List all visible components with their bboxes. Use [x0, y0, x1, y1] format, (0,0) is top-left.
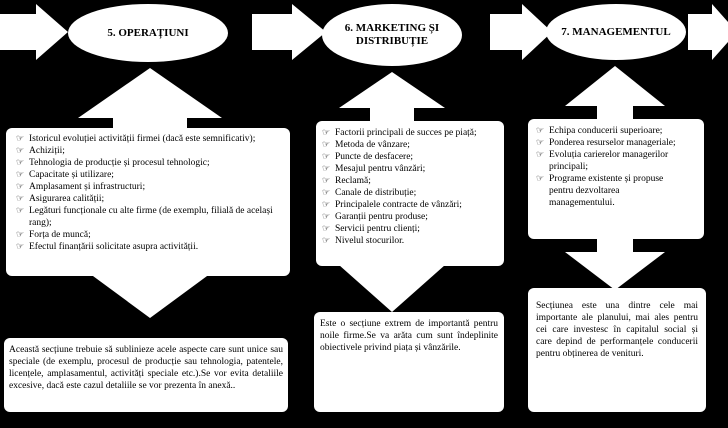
items-box-operatiuni: Istoricul evoluției activității firmei (… — [6, 128, 290, 276]
list-item: Echipa conducerii superioare; — [536, 125, 676, 137]
section-title-text: 7. MANAGEMENTUL — [561, 25, 671, 38]
list-item: Puncte de desfacere; — [322, 151, 498, 163]
list-item: Metoda de vânzare; — [322, 139, 498, 151]
note-box-marketing: Este o secțiune extrem de importantă pen… — [314, 312, 504, 412]
list-item: Canale de distribuție; — [322, 187, 498, 199]
right-arrow-4 — [688, 4, 728, 60]
right-arrow-2 — [252, 4, 326, 60]
items-box-marketing: Factorii principali de succes pe piață; … — [316, 121, 504, 266]
items-list: Istoricul evoluției activității firmei (… — [16, 133, 284, 253]
items-list: Echipa conducerii superioare; Ponderea r… — [536, 125, 676, 209]
list-item: Garanții pentru produse; — [322, 211, 498, 223]
section-title-operatiuni: 5. OPERAȚIUNI — [68, 4, 228, 62]
note-text: Secțiunea este una dintre cele mai impor… — [536, 301, 698, 359]
list-item: Legături funcționale cu alte firme (de e… — [16, 205, 284, 229]
list-item: Mesajul pentru vânzări; — [322, 163, 498, 175]
section-title-text: 6. MARKETING ȘI DISTRIBUȚIE — [344, 22, 440, 47]
list-item: Amplasament și infrastructuri; — [16, 181, 284, 193]
list-item: Ponderea resurselor manageriale; — [536, 137, 676, 149]
list-item: Forța de muncă; — [16, 229, 284, 241]
items-box-management: Echipa conducerii superioare; Ponderea r… — [528, 119, 704, 239]
note-box-operatiuni: Această secțiune trebuie să sublinieze a… — [4, 338, 288, 412]
note-text: Este o secțiune extrem de importantă pen… — [320, 319, 498, 353]
section-title-text: 5. OPERAȚIUNI — [107, 26, 189, 39]
section-title-marketing: 6. MARKETING ȘI DISTRIBUȚIE — [322, 4, 462, 66]
right-arrow-3 — [490, 4, 552, 60]
list-item: Reclamă; — [322, 175, 498, 187]
right-arrow-1 — [0, 4, 68, 60]
list-item: Programe existente și propuse pentru dez… — [536, 173, 676, 209]
note-text: Această secțiune trebuie să sublinieze a… — [9, 345, 283, 391]
list-item: Evoluția carierelor managerilor principa… — [536, 149, 676, 173]
list-item: Servicii pentru clienți; — [322, 223, 498, 235]
list-item: Principalele contracte de vânzări; — [322, 199, 498, 211]
note-box-management: Secțiunea este una dintre cele mai impor… — [528, 288, 706, 412]
list-item: Factorii principali de succes pe piață; — [322, 127, 498, 139]
list-item: Tehnologia de producție și procesul tehn… — [16, 157, 284, 169]
list-item: Istoricul evoluției activității firmei (… — [16, 133, 284, 145]
list-item: Efectul finanțării solicitate asupra act… — [16, 241, 284, 253]
section-title-management: 7. MANAGEMENTUL — [546, 4, 686, 60]
list-item: Asigurarea calității; — [16, 193, 284, 205]
list-item: Achiziții; — [16, 145, 284, 157]
list-item: Nivelul stocurilor. — [322, 235, 498, 247]
items-list: Factorii principali de succes pe piață; … — [322, 127, 498, 247]
list-item: Capacitate și utilizare; — [16, 169, 284, 181]
